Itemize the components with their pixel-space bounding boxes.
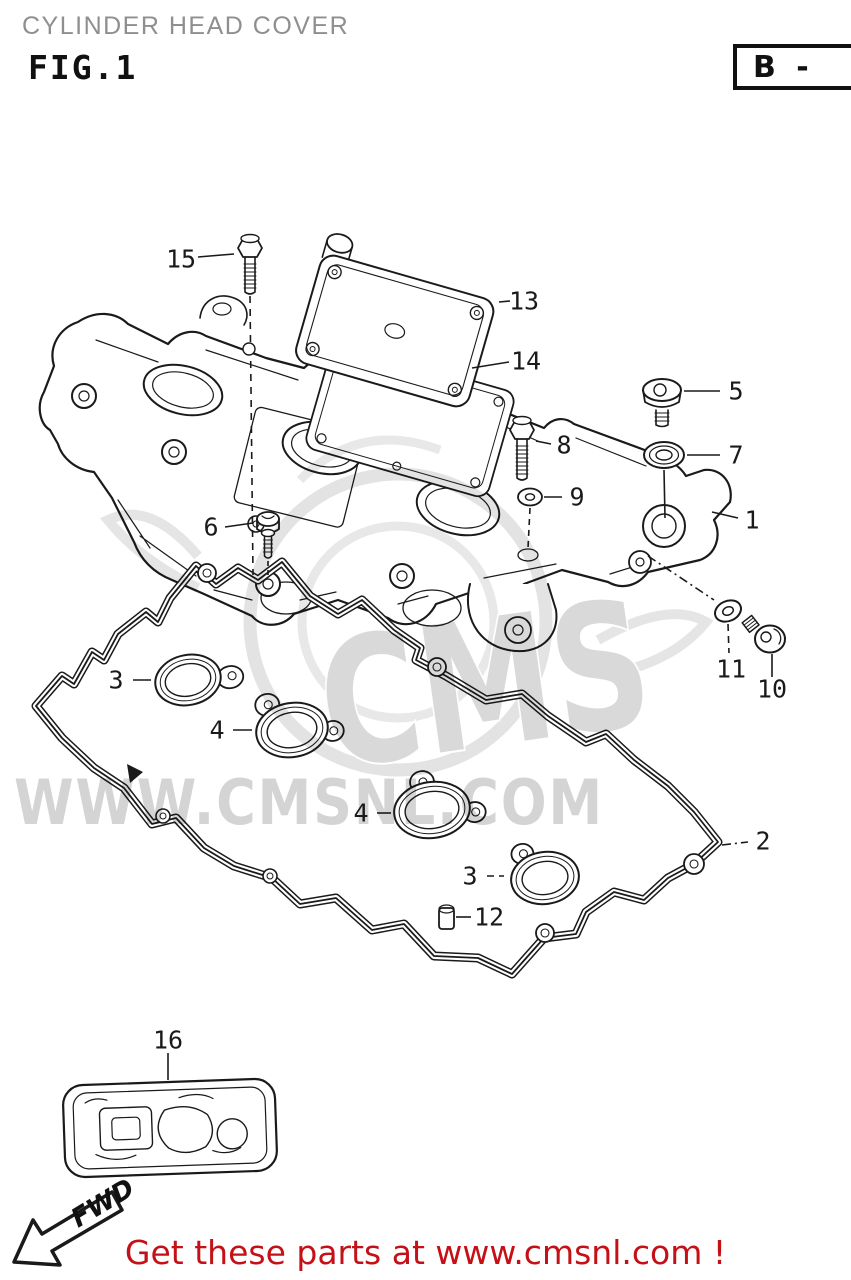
gasket-ring-3a-part xyxy=(154,653,245,707)
callout-4: 4 xyxy=(353,799,368,828)
leader-line-13 xyxy=(498,300,511,303)
leader-line-14 xyxy=(471,361,510,369)
callout-5: 5 xyxy=(728,377,743,406)
fwd-label: FWD xyxy=(66,1173,140,1234)
callout-1: 1 xyxy=(744,506,759,535)
callout-8: 8 xyxy=(556,431,571,460)
leader-line-6 xyxy=(224,522,254,528)
callout-7: 7 xyxy=(728,441,743,470)
watermark-logo: CMS xyxy=(308,563,663,810)
gasket-grommet-tabs xyxy=(155,563,705,943)
washer-11-part xyxy=(714,599,742,623)
bolt-15-part xyxy=(237,233,263,576)
gasket-ring-3b-part xyxy=(510,842,580,906)
plug-12-part xyxy=(438,904,455,930)
leader-line-2 xyxy=(721,841,749,846)
gasket-ring-4b-part xyxy=(393,770,487,840)
callout-12: 12 xyxy=(474,903,504,932)
figure-label: FIG.1 xyxy=(28,48,138,87)
callout-3: 3 xyxy=(108,666,123,695)
breather-cover-part xyxy=(295,233,495,408)
head-cover-gasket-part xyxy=(31,557,723,979)
callout-13: 13 xyxy=(509,287,539,316)
watermark: CMS WWW.CMSNL.COM xyxy=(13,435,714,840)
screw-5-part xyxy=(642,378,682,428)
gasket-index-mark xyxy=(127,764,143,783)
washer-11-axis-line xyxy=(647,555,715,601)
watermark-url: WWW.CMSNL.COM xyxy=(14,766,604,839)
callout-3: 3 xyxy=(462,862,477,891)
seal-7-part xyxy=(643,441,685,519)
section-label-box: B - xyxy=(733,44,851,90)
callout-2: 2 xyxy=(755,827,770,856)
leader-line-15 xyxy=(197,253,235,258)
gasket-set-16-part xyxy=(62,1077,278,1179)
screw-10-part xyxy=(741,614,786,654)
callout-14: 14 xyxy=(511,347,541,376)
leader-line-11 xyxy=(727,623,730,654)
leader-line-1 xyxy=(711,511,739,519)
bolt-8-part xyxy=(509,415,535,481)
callout-6: 6 xyxy=(203,513,218,542)
section-label: B - xyxy=(753,49,814,85)
callout-15: 15 xyxy=(166,245,196,274)
fwd-arrow-icon xyxy=(12,1190,124,1267)
callout-11: 11 xyxy=(716,655,746,684)
callout-9: 9 xyxy=(569,483,584,512)
promo-link[interactable]: Get these parts at www.cmsnl.com ! xyxy=(124,1233,727,1272)
callout-10: 10 xyxy=(757,675,787,704)
leader-line-8 xyxy=(535,440,552,445)
page-title: CYLINDER HEAD COVER xyxy=(22,12,350,40)
callout-16: 16 xyxy=(153,1026,183,1055)
callout-4: 4 xyxy=(209,716,224,745)
